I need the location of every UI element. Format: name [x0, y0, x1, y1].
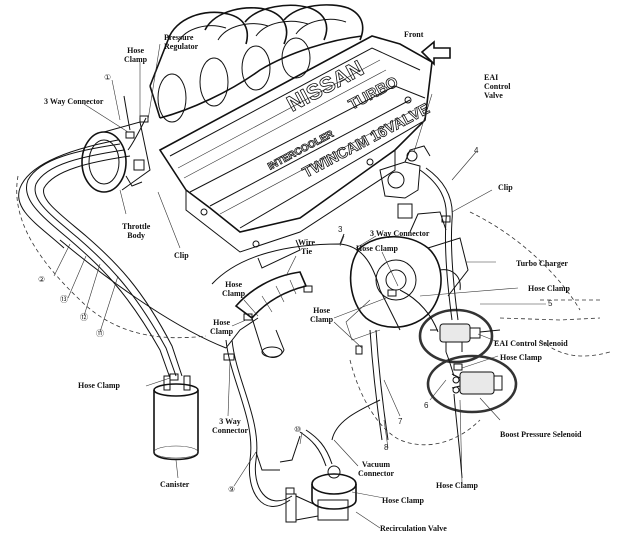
- reference-outline: [16, 175, 611, 446]
- boost-pressure-selenoid-label: Boost Pressure Selenoid: [500, 430, 582, 439]
- three-way-connector-mid-label: 3 Way Connector: [370, 229, 430, 238]
- hose-clamp-canister-label: Hose Clamp: [78, 381, 120, 390]
- callout-6: 6: [424, 401, 429, 410]
- turbo-charger-label: Turbo Charger: [516, 259, 568, 268]
- boost-pressure-selenoid: [451, 371, 503, 395]
- clip-right-label: Clip: [498, 183, 513, 192]
- leader-lines: [53, 43, 546, 529]
- front-arrow-icon: [420, 40, 451, 66]
- three-way-connector-left-label: 3 Way Connector: [44, 97, 104, 106]
- vacuum-hoses: [18, 95, 501, 507]
- eai-control-valve-label: EAI Control Valve: [484, 73, 511, 100]
- throttle-body-label: Throttle Body: [122, 222, 151, 240]
- callout-7: 7: [398, 417, 403, 426]
- callout-8: 8: [384, 443, 389, 452]
- callout-3: 3: [338, 225, 343, 234]
- callout-9: ⑨: [228, 485, 236, 494]
- intake-pipe: [234, 271, 308, 358]
- hose-clamp-mid-label: Hose Clamp: [356, 244, 398, 253]
- callout-10: ⑩: [294, 425, 302, 434]
- boost-selenoid-highlight: [426, 354, 518, 414]
- eai-control-selenoid: [430, 323, 481, 352]
- eai-selenoid-highlight: [418, 308, 494, 364]
- hose-clamp-selenoid-label: Hose Clamp: [500, 353, 542, 362]
- callout-13: ⑬: [60, 295, 68, 304]
- hose-clamp-left-lower-label: Hose Clamp: [210, 318, 234, 336]
- hose-clamp-bottom-right-label: Hose Clamp: [436, 481, 478, 490]
- recirculation-valve: [285, 465, 357, 523]
- callout-2: ②: [38, 275, 46, 284]
- canister: [153, 375, 199, 461]
- callout-1: ①: [104, 73, 112, 82]
- three-way-connector-bottom-label: 3 Way Connector: [212, 417, 248, 435]
- intake-manifold: [149, 4, 433, 269]
- front-label: Front: [404, 30, 424, 39]
- callout-11: ⑪: [96, 329, 104, 338]
- callout-5: 5: [548, 299, 553, 308]
- hose-clamp-left-upper-label: Hose Clamp: [222, 280, 246, 298]
- hose-clamp-top-label: Hose Clamp: [124, 46, 148, 64]
- eai-control-selenoid-label: EAI Control Selenoid: [494, 339, 568, 348]
- canister-label: Canister: [160, 480, 190, 489]
- callout-4: 4: [474, 146, 479, 155]
- vacuum-connector-label: Vacuum Connector: [358, 460, 394, 478]
- eai-control-valve: [379, 145, 431, 219]
- hose-clamp-bottom-mid-label: Hose Clamp: [382, 496, 424, 505]
- callout-12: ⑫: [80, 313, 88, 322]
- hose-clamp-right-label: Hose Clamp: [528, 284, 570, 293]
- pressure-regulator-label: Pressure Regulator: [164, 33, 199, 51]
- recirculation-valve-label: Recirculation Valve: [380, 524, 447, 533]
- hose-clamp-center-label: Hose Clamp: [310, 306, 334, 324]
- turbo-charger: [345, 211, 469, 341]
- clip-bottom-label: Clip: [174, 251, 189, 260]
- throttle-body: [81, 121, 151, 193]
- wire-tie-label: Wire Tie: [298, 238, 316, 256]
